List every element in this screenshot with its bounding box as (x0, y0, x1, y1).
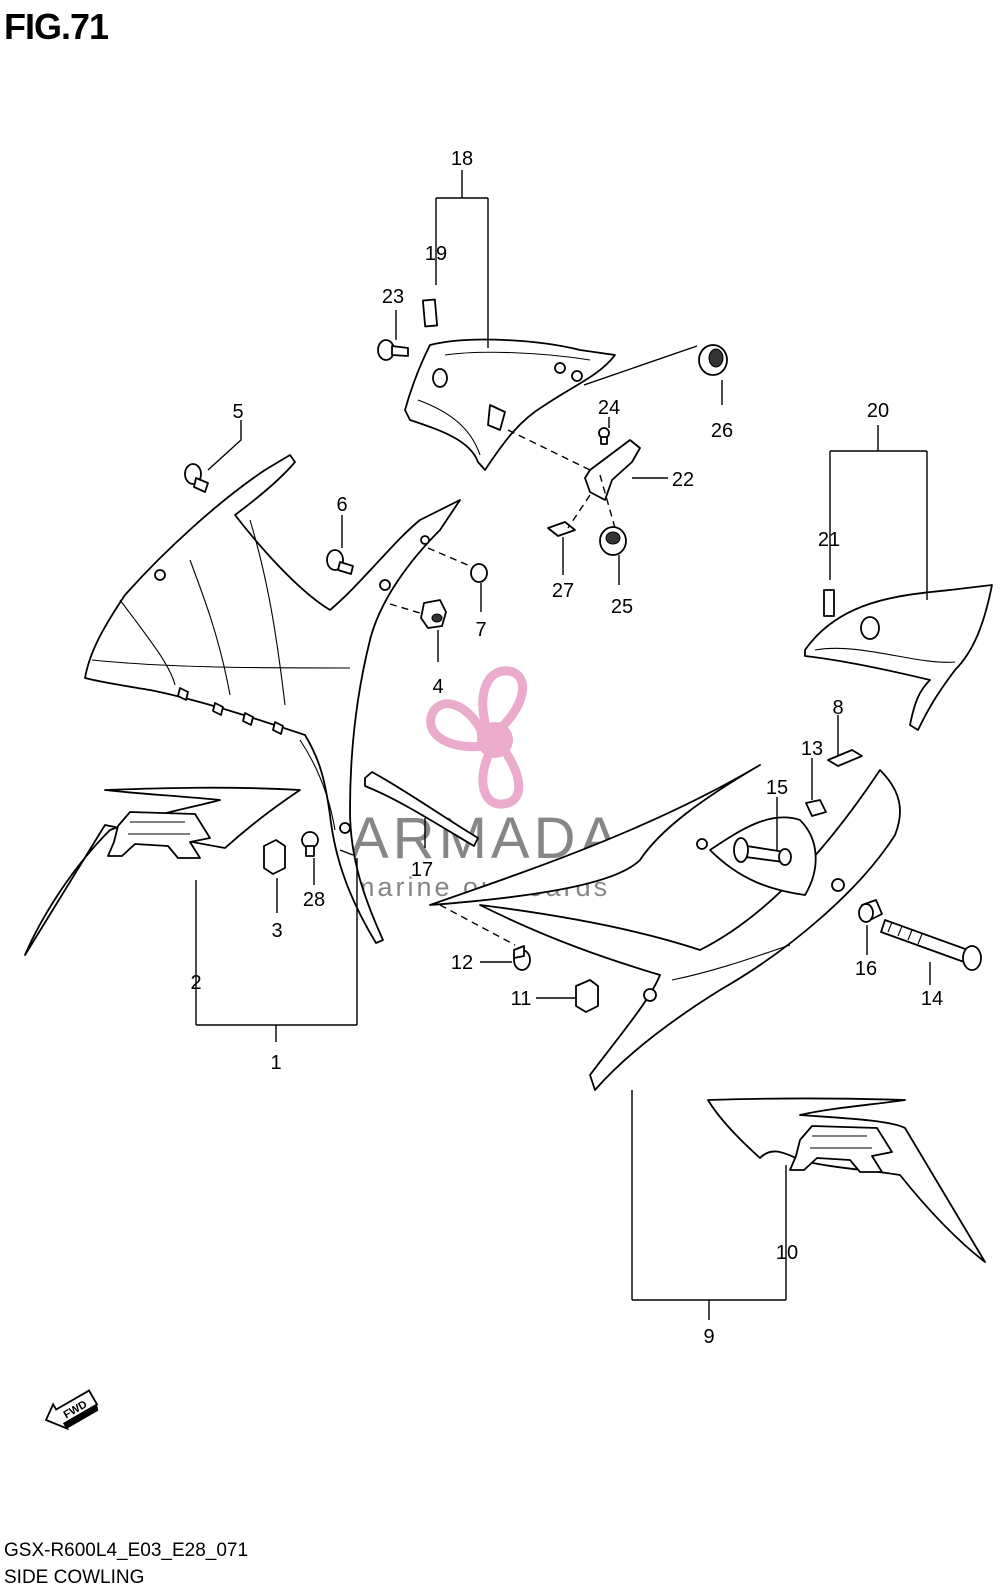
pad-27 (547, 521, 576, 537)
cover-20 (804, 584, 993, 731)
grommet-13 (805, 799, 827, 817)
callout-14: 14 (921, 988, 943, 1010)
screw-24 (598, 427, 610, 445)
callout-15: 15 (766, 777, 788, 799)
nut-28 (301, 831, 319, 857)
bolt-14 (880, 919, 982, 971)
forward-arrow-icon: FWD (44, 1389, 99, 1431)
pad-8 (827, 749, 863, 767)
callout-23: 23 (382, 286, 404, 308)
callout-21: 21 (818, 529, 840, 551)
leader-lines (195, 170, 931, 1320)
label-sticker-19 (421, 298, 439, 328)
clip-11 (575, 979, 599, 1013)
callout-26: 26 (711, 420, 733, 442)
label-sticker-21 (823, 589, 835, 617)
figure-title: FIG.71 (4, 6, 109, 47)
callout-8: 8 (832, 697, 843, 719)
grommet-4 (420, 599, 447, 629)
propeller-logo-icon (426, 666, 527, 809)
callout-16: 16 (855, 958, 877, 980)
callout-19: 19 (425, 243, 447, 265)
strip-17 (364, 771, 479, 847)
callout-22: 22 (672, 469, 694, 491)
callout-9: 9 (703, 1326, 714, 1348)
callout-27: 27 (552, 580, 574, 602)
callout-18: 18 (451, 148, 473, 170)
callout-25: 25 (611, 596, 633, 618)
inner-panel-18 (404, 338, 616, 471)
callout-10: 10 (776, 1242, 798, 1264)
figure-caption: SIDE COWLING (4, 1567, 145, 1588)
decal-2 (24, 786, 301, 956)
screw-6 (326, 549, 354, 575)
grommet-26 (698, 344, 728, 376)
callout-24: 24 (598, 397, 620, 419)
callout-28: 28 (303, 889, 325, 911)
collar-16 (858, 899, 883, 923)
callout-3: 3 (271, 920, 282, 942)
callout-17: 17 (411, 859, 433, 881)
grommet-25 (599, 526, 627, 556)
screw-5 (184, 463, 209, 493)
callout-6: 6 (336, 494, 347, 516)
nut-7 (470, 563, 488, 583)
decal-10 (707, 1097, 986, 1263)
side-cowl-1 (84, 454, 461, 944)
callout-12: 12 (451, 952, 473, 974)
bracket-22 (584, 439, 641, 501)
callout-7: 7 (475, 619, 486, 641)
callout-11: 11 (511, 988, 532, 1010)
screw-23 (377, 339, 409, 361)
clip-3 (263, 839, 286, 875)
figure-code: GSX-R600L4_E03_E28_071 (4, 1540, 249, 1561)
callout-5: 5 (232, 401, 243, 423)
callout-4: 4 (432, 676, 443, 698)
bolt-15 (733, 837, 792, 866)
callout-labels: 1 2 3 4 5 6 7 8 9 10 11 12 13 14 15 16 1… (190, 148, 943, 1348)
callout-1: 1 (270, 1052, 281, 1074)
screw-12 (513, 945, 531, 971)
callout-13: 13 (801, 738, 823, 760)
callout-2: 2 (190, 972, 201, 994)
callout-20: 20 (867, 400, 889, 422)
